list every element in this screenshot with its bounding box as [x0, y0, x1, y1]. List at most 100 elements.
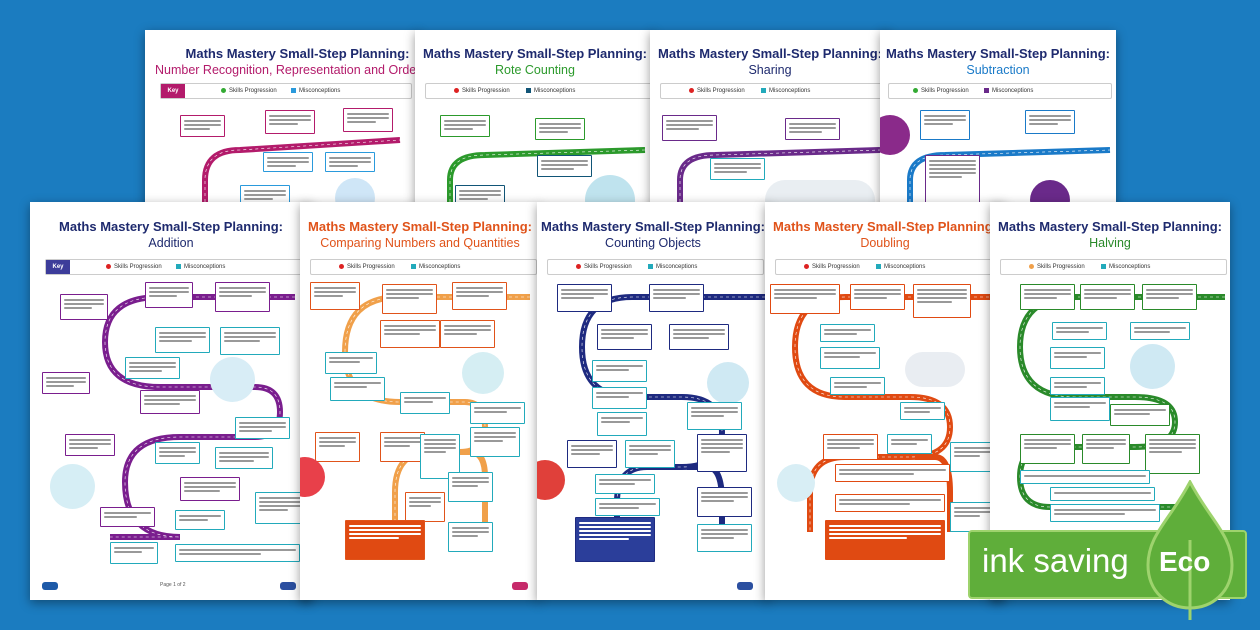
misconception-box	[1020, 470, 1150, 484]
skill-box	[770, 284, 840, 314]
misconception-box	[1050, 487, 1155, 501]
progression-road	[101, 294, 295, 540]
misconception-box	[1050, 504, 1160, 522]
worksheet-addition[interactable]: Maths Mastery Small-Step Planning: Addit…	[30, 202, 312, 600]
page-topic: Addition	[148, 236, 194, 250]
leaf-icon	[1140, 478, 1240, 625]
page-title: Maths Mastery Small-Step Planning:	[59, 219, 283, 234]
page-topic: Number Recognition, Representation and O…	[155, 63, 420, 77]
skill-box	[1142, 284, 1197, 310]
skill-box	[382, 284, 437, 314]
skill-box	[440, 115, 490, 137]
key-legend: Skills Progression Misconceptions	[660, 83, 887, 99]
worksheet-doubling[interactable]: Maths Mastery Small-Step Planning: Doubl…	[765, 202, 1005, 600]
worksheet-halving[interactable]: Maths Mastery Small-Step Planning: Halvi…	[990, 202, 1230, 600]
misconception-box	[625, 440, 675, 468]
skill-box	[1080, 284, 1135, 310]
misconception-box	[597, 412, 647, 436]
skill-box	[697, 487, 752, 517]
misconception-box	[925, 155, 980, 205]
misconception-box	[537, 155, 592, 177]
misconception-box	[110, 542, 158, 564]
progression-road	[677, 147, 881, 220]
worksheet-sharing[interactable]: Maths Mastery Small-Step Planning: Shari…	[650, 30, 890, 220]
page-title: Maths Mastery Small-Step Planning:	[423, 46, 647, 61]
brand-logo	[42, 582, 58, 590]
skill-box	[823, 434, 878, 460]
skill-box	[913, 284, 971, 318]
skill-box	[567, 440, 617, 468]
misconception-box	[420, 434, 460, 479]
page-title: Maths Mastery Small-Step Planning:	[658, 46, 882, 61]
misconception-box	[175, 510, 225, 530]
misconception-box	[820, 324, 875, 342]
misconception-box	[595, 474, 655, 494]
misconception-box	[687, 402, 742, 430]
skill-box	[65, 434, 115, 456]
page-topic: Counting Objects	[605, 236, 701, 250]
misconception-box	[820, 347, 880, 369]
misconception-box	[448, 522, 493, 552]
skill-box	[835, 464, 950, 482]
page-title: Maths Mastery Small-Step Planning:	[541, 219, 765, 234]
skill-box	[785, 118, 840, 140]
worksheet-subtraction[interactable]: Maths Mastery Small-Step Planning: Subtr…	[880, 30, 1116, 220]
key-legend: Skills Progression Misconceptions	[1000, 259, 1227, 275]
pizza-illustration	[1130, 344, 1175, 389]
worksheet-number-recognition[interactable]: Maths Mastery Small-Step Planning: Numbe…	[145, 30, 420, 220]
page-topic: Doubling	[860, 236, 910, 250]
skill-box	[649, 284, 704, 312]
misconception-box	[175, 544, 300, 562]
page-title: Maths Mastery Small-Step Planning:	[308, 219, 532, 234]
misconception-box	[220, 327, 280, 355]
misconception-box	[950, 442, 995, 472]
skill-box	[1020, 434, 1075, 464]
key-legend: Skills Progression Misconceptions	[425, 83, 652, 99]
skill-box	[662, 115, 717, 141]
skill-box	[597, 324, 652, 350]
key-fact-panel	[345, 520, 425, 560]
misconception-box	[592, 360, 647, 382]
misconception-box	[1050, 347, 1105, 369]
skill-box	[380, 320, 440, 348]
skill-box	[1025, 110, 1075, 134]
skill-box	[697, 434, 747, 472]
misconception-box	[1130, 322, 1190, 340]
key-legend: Skills Progression Misconceptions	[310, 259, 537, 275]
skill-box	[669, 324, 729, 350]
eco-label: Eco	[1159, 546, 1211, 577]
key-fact-panel	[825, 520, 945, 560]
key-legend: Skills Progression Misconceptions	[775, 259, 1002, 275]
misconception-box	[830, 377, 885, 395]
dice-illustration	[777, 464, 815, 502]
skill-box	[920, 110, 970, 140]
skill-box	[1145, 434, 1200, 474]
boy-reading-illustration	[462, 352, 504, 394]
page-title: Maths Mastery Small-Step Planning:	[773, 219, 997, 234]
worksheet-counting-objects[interactable]: Maths Mastery Small-Step Planning: Count…	[537, 202, 769, 600]
page-title: Maths Mastery Small-Step Planning:	[998, 219, 1222, 234]
page-topic: Rote Counting	[495, 63, 575, 77]
misconception-box	[215, 447, 273, 469]
brand-logo	[512, 582, 528, 590]
misconception-box	[125, 357, 180, 379]
skill-box	[140, 390, 200, 414]
misconception-box	[400, 392, 450, 414]
page-topic: Halving	[1089, 236, 1131, 250]
page-title: Maths Mastery Small-Step Planning:	[886, 46, 1110, 61]
worksheet-rote-counting[interactable]: Maths Mastery Small-Step Planning: Rote …	[415, 30, 655, 220]
skill-box	[145, 282, 193, 308]
misconception-box	[235, 417, 290, 439]
skill-box	[60, 294, 108, 320]
misconception-box	[697, 524, 752, 552]
key-legend: Key Skills Progression Misconceptions	[45, 259, 302, 275]
worksheet-comparing-numbers[interactable]: Maths Mastery Small-Step Planning: Compa…	[300, 202, 540, 600]
skill-box	[215, 282, 270, 312]
boy-counting-illustration	[707, 362, 749, 404]
skill-box	[380, 432, 425, 462]
plate-illustration	[905, 352, 965, 387]
misconception-box	[710, 158, 765, 180]
skill-box	[265, 110, 315, 134]
key-legend: Key Skills Progression Misconceptions	[160, 83, 412, 99]
skill-box	[452, 282, 507, 310]
